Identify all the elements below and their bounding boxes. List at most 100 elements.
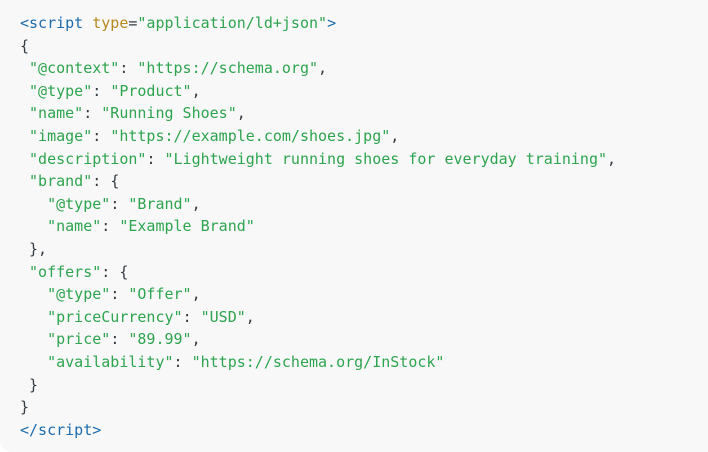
code-line: }, — [20, 240, 47, 258]
code-token-str: "Brand" — [128, 194, 192, 213]
code-token-pun: , — [191, 285, 201, 304]
code-token-str: "89.99" — [128, 330, 192, 349]
code-line: "brand": { — [20, 172, 119, 190]
code-token-str: "https://schema.org/InStock" — [191, 352, 445, 371]
code-line: "description": "Lightweight running shoe… — [20, 150, 616, 168]
code-token-pln — [101, 127, 110, 145]
code-token-pun: : — [173, 352, 183, 371]
code-token-pun: : — [110, 285, 120, 304]
code-token-tag: > — [327, 14, 337, 32]
code-token-pln — [20, 172, 29, 190]
code-token-pun: : — [110, 194, 120, 213]
code-line: "@type": "Product", — [20, 82, 201, 100]
code-token-pun: : — [182, 307, 192, 326]
code-token-str: "application/ld+json" — [137, 14, 328, 32]
code-token-pln — [20, 308, 47, 326]
code-line: </script> — [20, 421, 101, 439]
code-line: { — [20, 37, 29, 55]
code-content: <script type="application/ld+json"> { "@… — [20, 14, 616, 439]
code-token-str: "@context" — [29, 59, 120, 78]
code-token-pun: = — [128, 14, 138, 32]
code-token-pln — [110, 217, 119, 235]
code-token-str: "@type" — [47, 285, 111, 304]
code-token-str: "@type" — [47, 194, 111, 213]
code-token-pln — [20, 127, 29, 145]
code-token-pun: : — [119, 59, 129, 78]
code-token-pln — [20, 263, 29, 281]
code-token-pln — [83, 14, 92, 32]
code-token-str: "brand" — [29, 172, 93, 191]
code-line: "name": "Example Brand" — [20, 217, 255, 235]
code-token-pln — [20, 217, 47, 235]
code-token-pln — [110, 263, 119, 281]
code-line: "image": "https://example.com/shoes.jpg"… — [20, 127, 399, 145]
code-token-str: "https://schema.org" — [137, 59, 319, 78]
code-token-pun: : — [92, 81, 102, 100]
code-token-pun: } — [20, 398, 30, 417]
code-line: "priceCurrency": "USD", — [20, 308, 255, 326]
code-token-pun: : — [101, 262, 111, 281]
code-token-pln — [183, 353, 192, 371]
code-token-str: "@type" — [29, 81, 93, 100]
code-token-str: "image" — [29, 126, 93, 145]
code-token-pln — [155, 150, 164, 168]
code-line: } — [20, 376, 38, 394]
code-token-pun: : — [92, 172, 102, 191]
code-token-str: "USD" — [200, 307, 246, 326]
code-token-pun: , — [236, 104, 246, 123]
code-token-pln — [20, 195, 47, 213]
code-token-pun: , — [318, 59, 328, 78]
code-line: "@type": "Offer", — [20, 285, 201, 303]
code-token-pln — [20, 285, 47, 303]
code-token-str: "Offer" — [128, 285, 192, 304]
code-token-pun: , — [191, 194, 201, 213]
code-token-pln — [20, 104, 29, 122]
code-line: "name": "Running Shoes", — [20, 104, 246, 122]
code-token-pln — [20, 353, 47, 371]
code-token-str: "Example Brand" — [119, 217, 255, 236]
code-token-str: "name" — [29, 104, 84, 123]
code-token-tag: <script — [20, 14, 84, 32]
code-line: "@context": "https://schema.org", — [20, 59, 327, 77]
code-line: } — [20, 398, 29, 416]
code-token-pln — [101, 82, 110, 100]
code-token-pun: } — [29, 375, 39, 394]
code-token-str: "offers" — [29, 262, 102, 281]
code-token-pln — [101, 172, 110, 190]
code-token-pun: , — [390, 126, 400, 145]
code-token-pun: }, — [29, 239, 48, 258]
code-token-str: "https://example.com/shoes.jpg" — [110, 126, 391, 145]
code-line: "availability": "https://schema.org/InSt… — [20, 353, 444, 371]
code-token-pln — [20, 59, 29, 77]
code-token-pun: : — [110, 330, 120, 349]
code-token-pun: : — [146, 149, 156, 168]
code-token-pun: { — [119, 262, 129, 281]
code-line: "offers": { — [20, 263, 128, 281]
code-token-pun: , — [607, 149, 617, 168]
code-token-pun: { — [110, 172, 120, 191]
code-token-pun: : — [83, 104, 93, 123]
code-token-pln — [92, 104, 101, 122]
code-token-str: "description" — [29, 149, 147, 168]
code-token-pln — [20, 330, 47, 348]
code-token-pln — [20, 240, 29, 258]
code-token-pun: , — [245, 307, 255, 326]
code-token-str: "Product" — [110, 81, 192, 100]
code-token-pln — [192, 308, 201, 326]
code-token-str: "price" — [47, 330, 111, 349]
code-token-pun: { — [20, 36, 30, 55]
code-token-pln — [20, 82, 29, 100]
code-line: "price": "89.99", — [20, 330, 201, 348]
code-token-tag: </script> — [20, 420, 102, 439]
code-token-pln — [20, 150, 29, 168]
code-token-pun: , — [191, 330, 201, 349]
code-token-pun: : — [101, 217, 111, 236]
code-line: "@type": "Brand", — [20, 195, 201, 213]
code-token-str: "name" — [47, 217, 102, 236]
code-token-pun: : — [92, 126, 102, 145]
code-token-str: "availability" — [47, 352, 174, 371]
code-token-pun: , — [191, 81, 201, 100]
code-token-str: "Running Shoes" — [101, 104, 237, 123]
